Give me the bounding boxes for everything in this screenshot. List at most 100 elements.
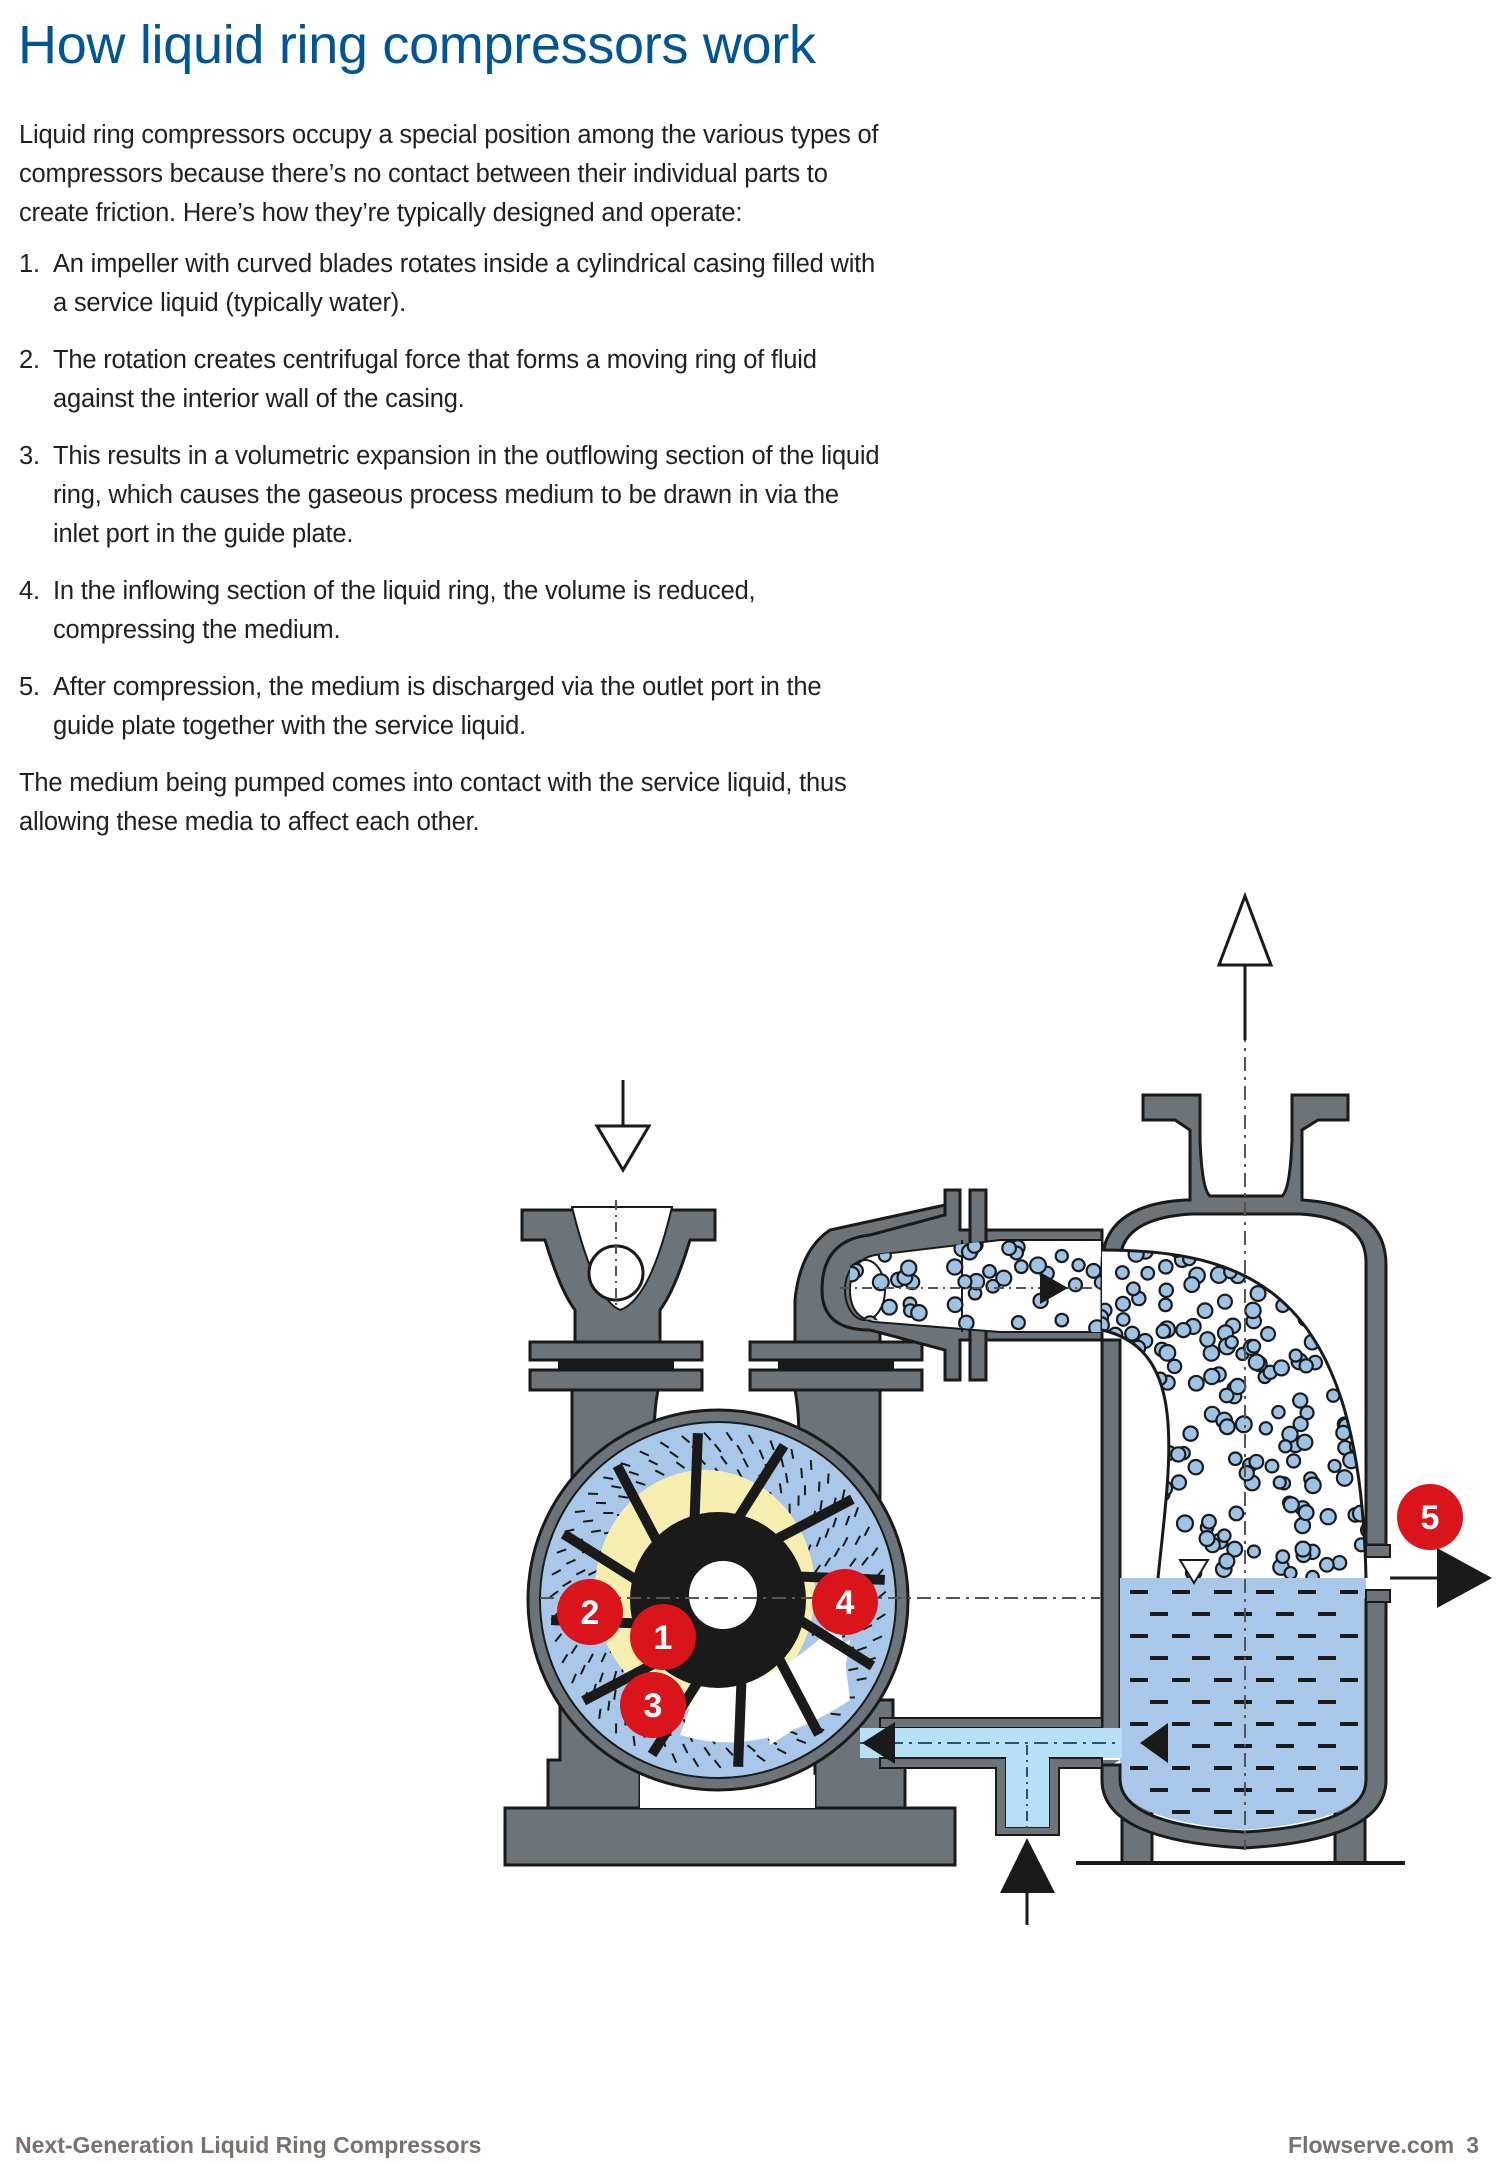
gas-bubble	[1054, 1248, 1069, 1264]
svg-text:3: 3	[644, 1687, 663, 1725]
step-number: 2.	[19, 346, 40, 374]
ring-dash	[824, 1527, 830, 1539]
gas-bubble	[1351, 1412, 1366, 1427]
step-number: 1.	[19, 250, 40, 278]
ring-dash	[579, 1664, 586, 1675]
ring-dash	[571, 1673, 577, 1684]
ring-dash	[603, 1476, 614, 1480]
step-item: 1.An impeller with curved blades rotates…	[19, 245, 889, 323]
ring-dash	[844, 1515, 851, 1526]
ring-dash	[826, 1473, 830, 1484]
ring-dash	[725, 1747, 734, 1756]
callout-5: 5	[1397, 1484, 1463, 1550]
gas-bubble	[1340, 1274, 1356, 1290]
ring-dash	[618, 1495, 629, 1499]
callout-1: 1	[630, 1604, 696, 1670]
ring-dash	[747, 1434, 755, 1445]
callout-3: 3	[620, 1672, 686, 1738]
flow-arrow-left-icon	[1140, 1723, 1168, 1763]
gas-bubble	[1292, 1392, 1309, 1409]
gas-bubble	[1071, 1257, 1086, 1273]
gas-bubble	[1247, 1353, 1266, 1372]
gas-bubble	[1288, 1348, 1303, 1363]
ring-dash	[800, 1468, 804, 1479]
ring-dash	[815, 1536, 822, 1547]
gas-bubble	[1319, 1508, 1337, 1526]
gas-bubble	[1124, 1538, 1141, 1556]
gas-bubble	[1248, 1453, 1265, 1470]
gas-bubble	[946, 1296, 964, 1314]
ring-dash	[871, 1547, 879, 1557]
gas-bubble	[1199, 1331, 1216, 1348]
gas-bubble	[1114, 1295, 1132, 1312]
step-number: 5.	[19, 673, 40, 701]
step-text: This results in a volumetric expansion i…	[53, 442, 880, 548]
gas-bubble	[1246, 1544, 1262, 1559]
ring-dash	[632, 1735, 636, 1747]
gas-bubble	[1296, 1264, 1313, 1280]
svg-text:2: 2	[581, 1594, 600, 1632]
footer-site-link[interactable]: Flowserve.com	[1288, 2132, 1455, 2158]
gas-outlet-arrow-icon	[1216, 891, 1274, 1040]
gas-bubble	[1244, 1301, 1262, 1320]
gas-bubble	[1115, 1312, 1131, 1327]
ring-dash	[590, 1529, 602, 1534]
gas-bubble	[1125, 1481, 1144, 1500]
impeller-blade	[793, 1613, 876, 1671]
ring-dash	[620, 1462, 631, 1468]
gas-bubble	[1158, 1297, 1173, 1313]
ring-dash	[713, 1759, 722, 1769]
gas-bubble	[910, 1304, 928, 1322]
ring-dash	[848, 1667, 859, 1672]
gas-bubble	[1335, 1469, 1354, 1487]
gas-bubble	[1202, 1344, 1221, 1362]
ring-dash	[587, 1569, 598, 1576]
gas-bubble	[1218, 1387, 1235, 1404]
closing-paragraph: The medium being pumped comes into conta…	[19, 769, 847, 836]
gas-bubble	[1234, 1415, 1253, 1434]
ring-dash	[549, 1590, 559, 1598]
ring-dash	[720, 1455, 728, 1465]
ring-dash	[600, 1652, 607, 1663]
gas-bubble	[1218, 1552, 1236, 1570]
step-number: 3.	[19, 442, 40, 470]
gas-bubble	[1228, 1505, 1245, 1522]
ring-dash	[862, 1624, 873, 1631]
ring-dash	[598, 1672, 604, 1683]
impeller-blade	[731, 1442, 789, 1525]
impeller-blade	[770, 1494, 855, 1546]
gas-bubble	[1054, 1312, 1070, 1328]
gas-bubble	[982, 1263, 997, 1279]
gas-bubble	[1152, 1428, 1170, 1445]
gas-bubble	[1305, 1569, 1320, 1578]
gas-bubble	[1121, 1399, 1138, 1416]
gas-bubble	[1335, 1276, 1351, 1293]
gas-bubble	[1272, 1359, 1291, 1377]
gas-bubble	[1228, 1377, 1247, 1396]
ring-dash	[872, 1635, 883, 1642]
gas-bubble	[1217, 1528, 1232, 1543]
liquid-outlet-arrow-icon	[1390, 1548, 1492, 1608]
gas-bubble	[1067, 1277, 1084, 1293]
svg-text:1: 1	[654, 1619, 673, 1657]
step-item: 5.After compression, the medium is disch…	[19, 668, 889, 746]
gas-bubble	[1187, 1374, 1205, 1392]
ring-dash	[654, 1469, 665, 1476]
page-title: How liquid ring compressors work	[18, 15, 816, 75]
impeller-blade	[733, 1676, 747, 1767]
ring-dash	[833, 1547, 841, 1558]
gas-bubble	[1140, 1265, 1156, 1281]
gas-bubble	[1328, 1314, 1344, 1329]
ring-dash	[813, 1564, 821, 1574]
gas-bubble	[1348, 1250, 1365, 1259]
gas-bubble	[1327, 1458, 1342, 1474]
ring-dash	[769, 1440, 775, 1451]
impeller-blade	[612, 1463, 664, 1548]
gas-bubble	[1216, 1293, 1234, 1310]
gas-bubble	[1285, 1453, 1302, 1469]
gas-bubble	[1347, 1341, 1366, 1360]
callout-4: 4	[812, 1569, 878, 1635]
ring-dash	[556, 1548, 567, 1554]
ring-dash	[746, 1744, 756, 1753]
